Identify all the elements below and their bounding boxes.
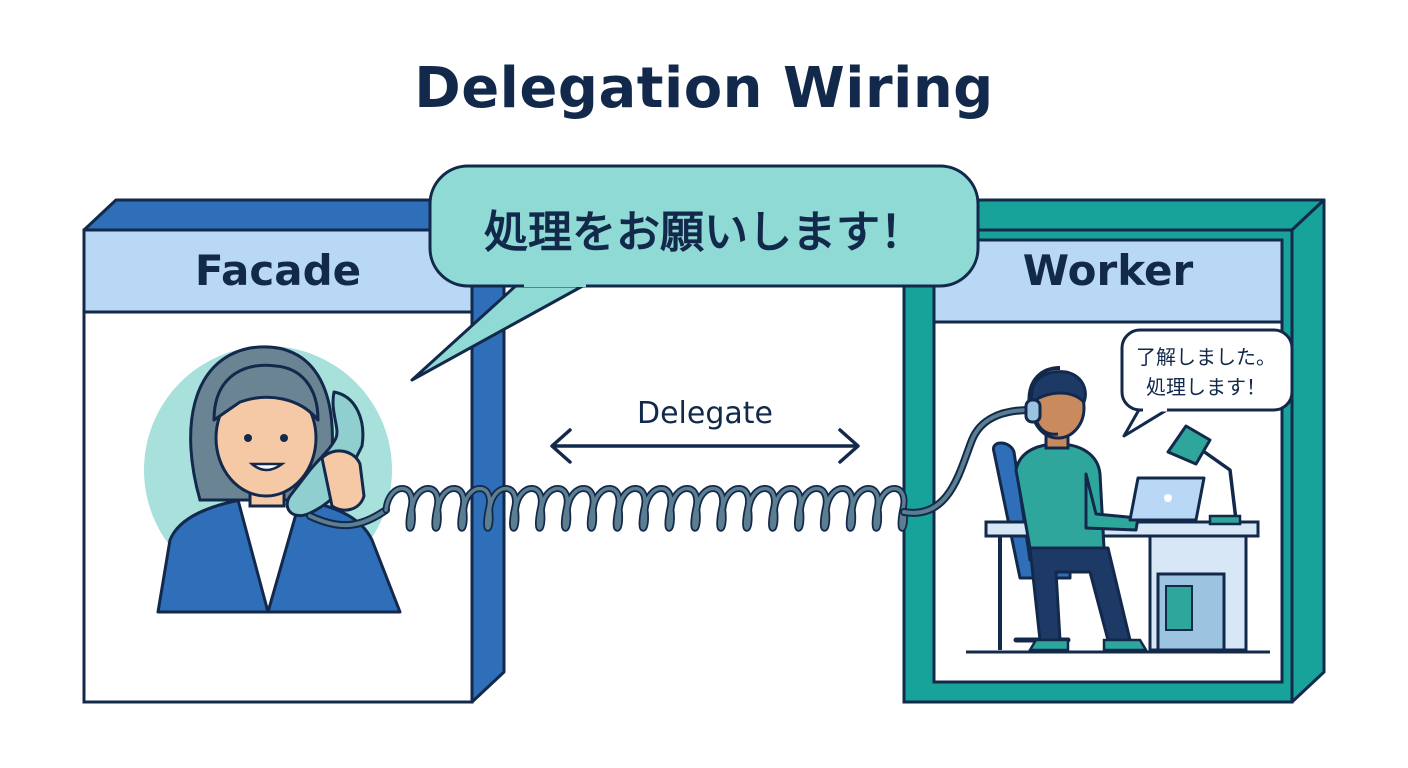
- facade-person-eye-left: [244, 434, 252, 442]
- facade-person-eye-right: [280, 434, 288, 442]
- desk-lamp-shade: [1166, 424, 1212, 466]
- worker-illustration: [966, 366, 1270, 654]
- request-speech-bubble: [410, 164, 980, 382]
- worker-box-side-face: [1290, 198, 1326, 704]
- worker-pc-drive: [1165, 585, 1193, 631]
- arrow-head-right-icon: [838, 428, 860, 464]
- diagram-title: Delegation Wiring: [414, 56, 994, 121]
- worker-arm: [1084, 472, 1140, 532]
- facade-label: Facade: [194, 246, 362, 295]
- delegate-label: Delegate: [637, 396, 773, 431]
- facade-person-hand: [320, 449, 366, 512]
- reply-speech-bubble: [1120, 328, 1294, 438]
- arrow-head-left-icon: [550, 428, 572, 464]
- facade-person-fringe: [212, 363, 320, 422]
- worker-label: Worker: [1022, 246, 1194, 295]
- cord-right-segment-fill: [902, 408, 1032, 515]
- cord-coil-fill: [384, 486, 907, 530]
- reply-bubble-text: 了解しました。 処理します！: [1136, 345, 1276, 399]
- laptop-logo: [1164, 494, 1172, 502]
- facade-person-illustration: [144, 345, 402, 614]
- headset-mic: [1034, 419, 1059, 436]
- facade-person-mouth: [248, 462, 286, 472]
- coiled-phone-cord: [306, 406, 1034, 532]
- headset-earpiece: [1024, 398, 1042, 424]
- request-bubble-body: [428, 164, 980, 288]
- cord-left-segment-fill: [308, 508, 388, 528]
- worker-header: [932, 238, 1284, 324]
- worker-hair: [1030, 370, 1087, 405]
- facade-header: [82, 228, 474, 314]
- reply-bubble-body: [1120, 328, 1294, 412]
- delegate-double-arrow: [550, 428, 860, 464]
- desk-lamp-base: [1208, 514, 1242, 526]
- request-bubble-text: 処理をお願いします！: [484, 207, 924, 258]
- worker-shoes: [1027, 638, 1149, 652]
